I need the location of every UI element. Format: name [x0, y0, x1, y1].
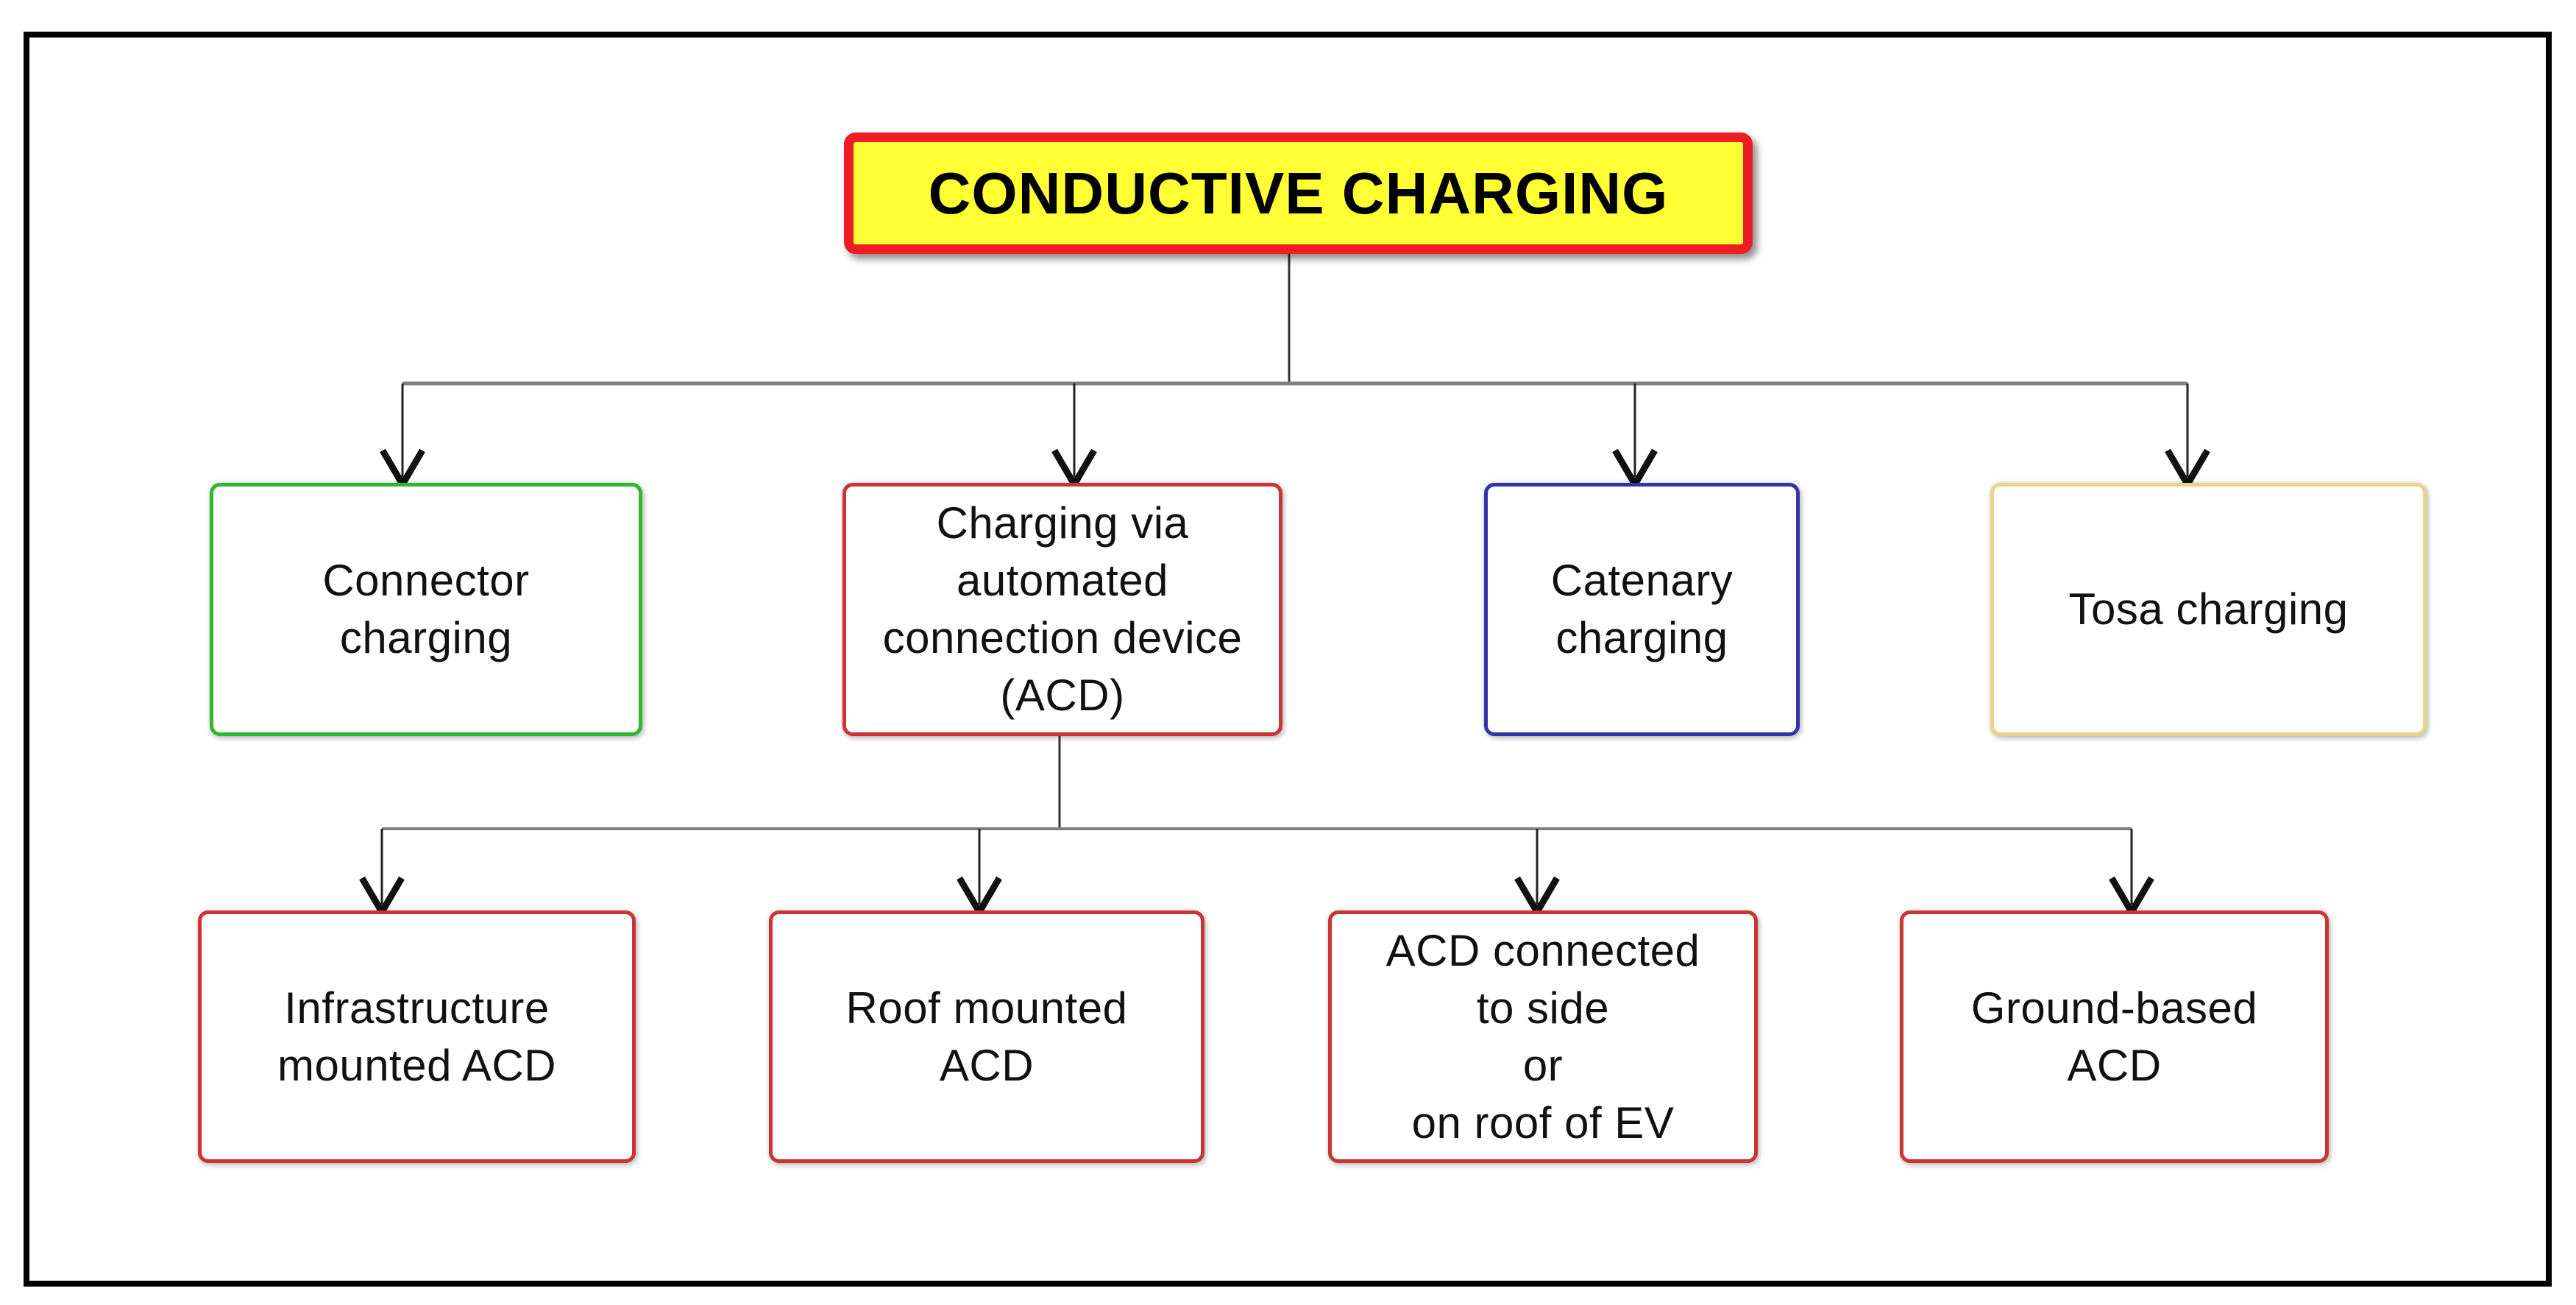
- node-conductive-charging: CONDUCTIVE CHARGING: [844, 132, 1753, 254]
- node-catenary-charging-label: Catenary charging: [1550, 556, 1734, 662]
- node-connector-charging: Connector charging: [210, 483, 642, 736]
- node-acd-charging-label: Charging via automated connection device…: [882, 498, 1243, 720]
- node-tosa-charging-label: Tosa charging: [2068, 584, 2349, 634]
- node-acd-side-or-roof: ACD connected to side or on roof of EV: [1328, 910, 1758, 1163]
- node-connector-charging-label: Connector charging: [322, 556, 530, 662]
- node-tosa-charging: Tosa charging: [1990, 483, 2427, 736]
- arrow-to-tosa-charging: [2165, 383, 2210, 491]
- arrow-to-catenary-charging: [1612, 383, 1658, 491]
- arrow-to-ground-based-acd: [2109, 829, 2154, 919]
- node-conductive-charging-label: CONDUCTIVE CHARGING: [928, 160, 1669, 226]
- diagram-border-frame: [24, 32, 2552, 1287]
- node-catenary-charging: Catenary charging: [1484, 483, 1800, 736]
- node-acd-charging: Charging via automated connection device…: [842, 483, 1282, 736]
- node-roof-mounted-acd: Roof mounted ACD: [769, 910, 1204, 1163]
- arrow-to-acd-charging: [1051, 383, 1097, 491]
- tree1-connector: [380, 254, 2210, 491]
- tree2-connector: [359, 736, 2154, 919]
- node-ground-based-acd: Ground-based ACD: [1900, 910, 2329, 1163]
- arrow-to-acd-side-or-roof: [1514, 829, 1560, 919]
- arrow-to-infrastructure-mounted-acd: [359, 829, 405, 919]
- node-roof-mounted-acd-label: Roof mounted ACD: [845, 983, 1128, 1090]
- node-acd-side-or-roof-label: ACD connected to side or on roof of EV: [1385, 925, 1700, 1147]
- node-infrastructure-mounted-acd-label: Infrastructure mounted ACD: [277, 983, 557, 1090]
- arrow-to-roof-mounted-acd: [957, 829, 1002, 919]
- node-infrastructure-mounted-acd: Infrastructure mounted ACD: [198, 910, 636, 1163]
- arrow-to-connector-charging: [380, 383, 425, 491]
- node-ground-based-acd-label: Ground-based ACD: [1970, 983, 2258, 1090]
